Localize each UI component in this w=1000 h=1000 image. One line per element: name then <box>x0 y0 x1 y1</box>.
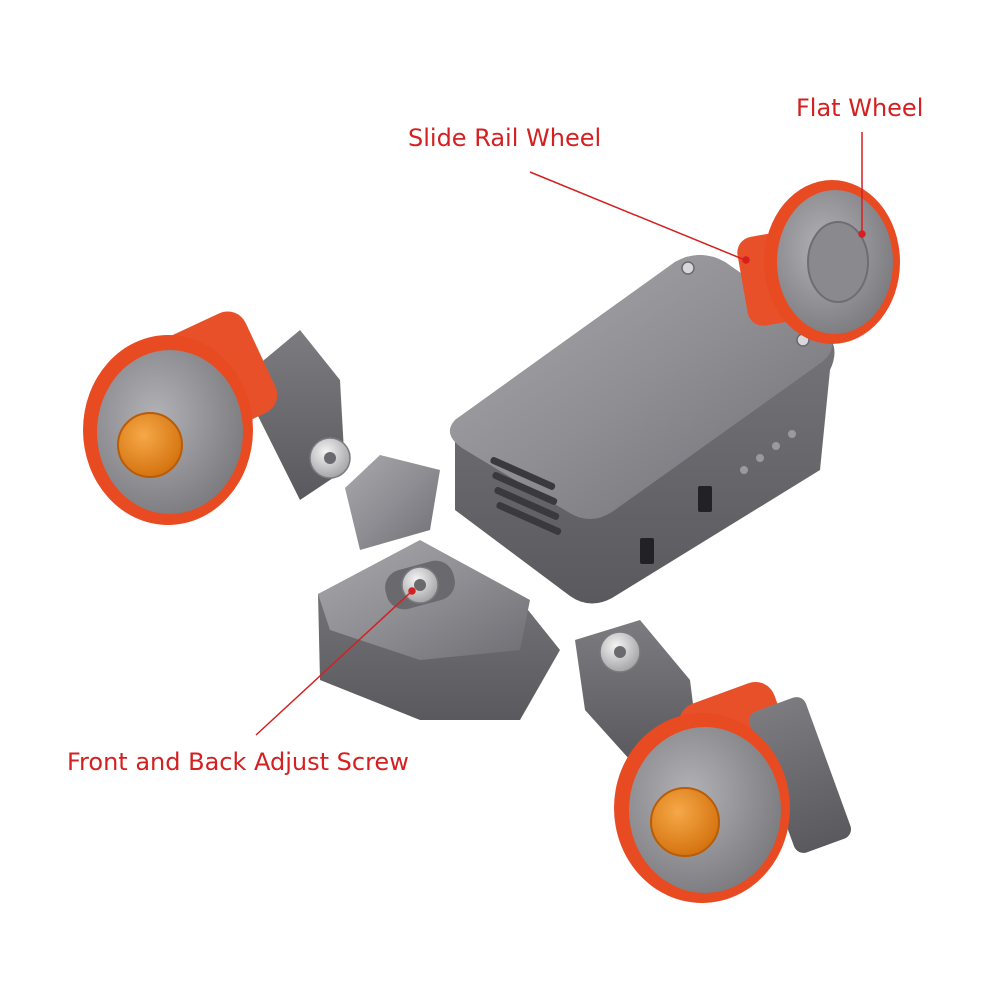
flat-wheel-label: Flat Wheel <box>796 94 924 122</box>
right-wheel-assembly <box>575 620 852 903</box>
left-wheel-knob <box>117 412 183 478</box>
motor-housing <box>449 255 835 604</box>
right-wheel-knob <box>650 787 720 857</box>
slide-rail-wheel-leader-line <box>529 171 746 261</box>
adjust-screw-label: Front and Back Adjust Screw <box>67 748 409 776</box>
power-switch <box>698 486 712 512</box>
housing-screw <box>681 261 695 275</box>
flat-wheel-assembly <box>737 180 900 344</box>
left-wheel-assembly <box>83 311 351 525</box>
slide-rail-wheel-pointer <box>742 256 750 264</box>
adjust-screw-pointer <box>408 587 416 595</box>
indicator-dots <box>740 430 796 474</box>
adjust-screw-leader-line <box>255 591 412 736</box>
vent-slots <box>490 456 562 535</box>
flat-wheel-pointer <box>858 230 866 238</box>
direction-switch <box>640 538 654 564</box>
slide-rail-wheel-label: Slide Rail Wheel <box>408 124 602 152</box>
